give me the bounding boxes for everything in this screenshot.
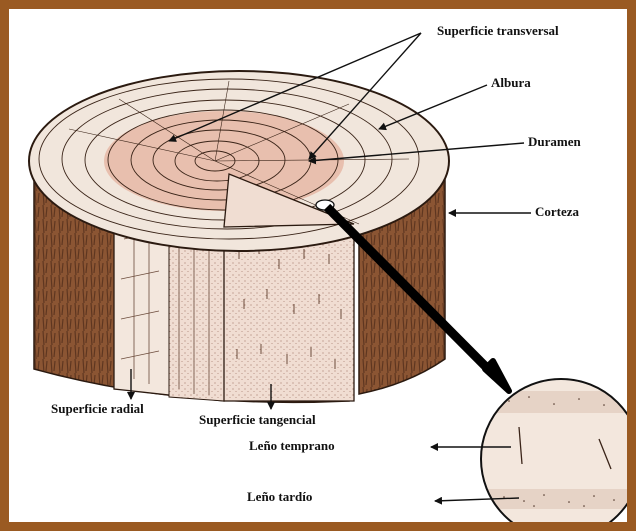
magnified-view [479,377,627,522]
label-bark: Corteza [535,205,579,218]
label-radial-surface: Superficie radial [51,402,144,415]
label-earlywood: Leño temprano [249,439,335,452]
label-tangential-surface: Superficie tangencial [199,413,316,426]
label-transverse-surface: Superficie transversal [437,24,559,37]
label-sapwood: Albura [491,76,531,89]
label-latewood: Leño tardío [247,490,312,503]
label-heartwood: Duramen [528,135,581,148]
